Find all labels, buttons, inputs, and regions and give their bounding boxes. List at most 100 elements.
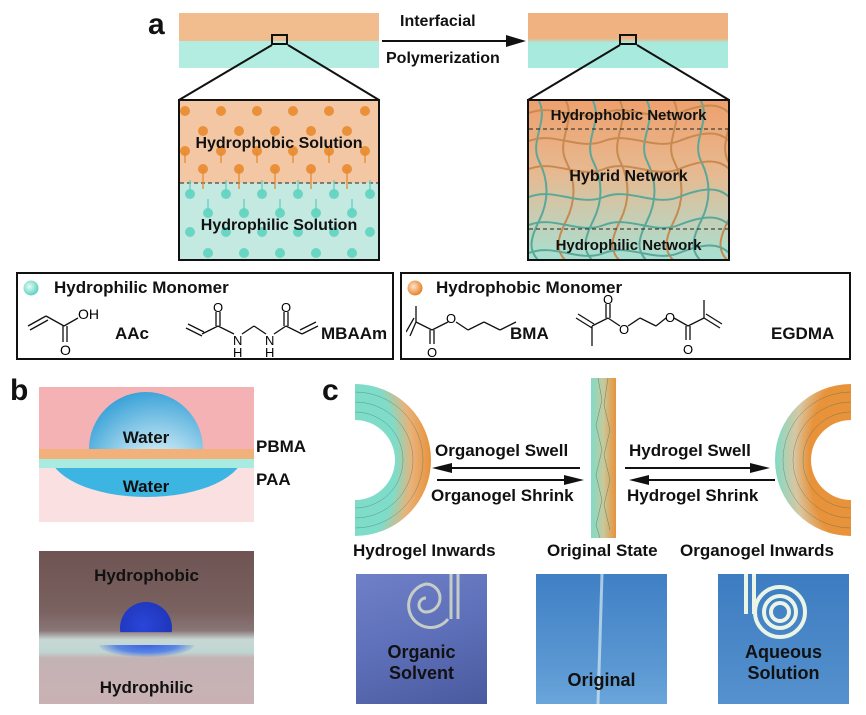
monomer-dot — [288, 106, 298, 116]
aac-o-atom: O — [60, 342, 71, 358]
mesh-strand — [529, 216, 728, 229]
original-photo: Original — [536, 574, 667, 704]
monomer-dot — [311, 248, 321, 258]
monomer-dot — [239, 199, 249, 218]
monomer-dot — [216, 106, 226, 116]
mesh-strand — [529, 132, 728, 145]
network-mesh — [529, 101, 728, 259]
monomer-dot — [234, 164, 244, 189]
hydrophilic-solution-label: Hydrophilic Solution — [200, 217, 358, 234]
monomer-dot — [275, 248, 285, 258]
right-hybrid-slab — [528, 13, 728, 68]
zoom-marker-right — [619, 34, 637, 45]
bending-diagram — [354, 377, 852, 539]
mesh-strand — [529, 160, 728, 173]
aac-label: AAc — [115, 324, 150, 343]
hydrophobic-monomer-icon — [407, 280, 423, 296]
hydrophobic-solution-label: Hydrophobic Solution — [195, 135, 363, 152]
aac-oh-atom: OH — [78, 306, 99, 322]
organogel-swell-label: Organogel Swell — [435, 441, 569, 460]
monomer-dot — [239, 248, 249, 258]
monomer-dot — [360, 146, 370, 163]
mesh-strand — [557, 101, 575, 259]
network-zoom-box: Hydrophobic Network Hybrid Network Hydro… — [527, 99, 730, 261]
mesh-strand — [719, 101, 728, 259]
monomer-dot — [257, 227, 267, 237]
monomer-dot — [329, 227, 339, 237]
droplet-photo: Hydrophobic Hydrophilic — [39, 551, 254, 704]
svg-text:O: O — [603, 294, 613, 307]
monomer-dot — [185, 227, 195, 237]
hydrophilic-monomer-title: Hydrophilic Monomer — [54, 278, 229, 297]
aac-structure: OH O — [27, 306, 99, 358]
coiled-strip-aqueous — [744, 574, 807, 639]
organogel-shrink-label: Organogel Shrink — [431, 486, 574, 505]
mesh-strand — [638, 101, 656, 259]
monomer-dot — [306, 126, 316, 136]
monomer-dot — [324, 146, 334, 163]
mesh-strand — [611, 101, 629, 259]
blue-droplet-bottom — [99, 645, 194, 657]
monomer-dot — [365, 227, 375, 237]
monomer-dot — [293, 180, 303, 199]
hydrogel-shrink-label: Hydrogel Shrink — [627, 486, 759, 505]
hydrogel-inwards-ring — [355, 384, 431, 536]
monomer-dot — [180, 146, 190, 163]
organogel-shrink-arrow — [437, 475, 584, 485]
monomer-dot — [216, 146, 226, 163]
mesh-strand — [692, 101, 710, 259]
mbaam-label: MBAAm — [321, 324, 388, 343]
aqueous-solution-photo: Aqueous Solution — [718, 574, 849, 704]
bma-label: BMA — [510, 324, 549, 343]
monomer-dot — [221, 227, 231, 237]
solution-zoom-box: Hydrophobic Solution Hydrophilic Solutio… — [178, 99, 380, 261]
monomer-dot — [360, 106, 370, 116]
monomer-dot — [270, 126, 280, 136]
hydrophilic-monomer-box: Hydrophilic Monomer OH O AAc O O N H — [16, 272, 394, 360]
organic-solvent-label: Organic Solvent — [387, 642, 456, 683]
hydrophobic-network-label: Hydrophobic Network — [550, 107, 707, 124]
interfacial-polymerization-arrow — [382, 35, 526, 47]
monomer-dot — [252, 146, 262, 163]
monomer-dot — [293, 227, 303, 237]
coiled-strip-organic — [407, 574, 460, 629]
original-photo-label: Original — [567, 670, 636, 690]
mesh-strand — [665, 101, 683, 259]
original-state-strip — [591, 378, 616, 538]
svg-text:N: N — [265, 333, 274, 348]
monomer-dot — [311, 199, 321, 218]
monomer-dot — [221, 180, 231, 199]
top-water-label: Water — [122, 428, 170, 447]
mesh-strand — [530, 101, 548, 259]
arrow-label-bottom: Polymerization — [386, 50, 500, 67]
svg-text:H: H — [265, 345, 274, 360]
monomer-dot — [347, 248, 357, 258]
organic-solvent-photo: Organic Solvent — [356, 574, 487, 704]
bottom-water-label: Water — [122, 477, 170, 496]
monomer-dot — [252, 106, 262, 116]
egdma-structure: O O O O — [575, 294, 723, 357]
panel-b-label: b — [10, 374, 29, 407]
svg-text:O: O — [619, 322, 629, 337]
organogel-inwards-ring — [775, 384, 851, 536]
monomer-dot — [180, 106, 190, 116]
monomer-dot — [275, 199, 285, 218]
zoom-projection-lines — [178, 44, 730, 101]
svg-text:N: N — [233, 333, 242, 348]
hydrogel-inwards-label: Hydrogel Inwards — [353, 541, 496, 560]
original-state-label: Original State — [547, 541, 658, 560]
monomer-dot — [270, 164, 280, 189]
hydrogel-shrink-arrow — [629, 475, 775, 485]
monomer-dot — [198, 126, 208, 136]
mesh-strand — [584, 101, 602, 259]
organogel-inwards-label: Organogel Inwards — [680, 541, 834, 560]
monomer-dot — [342, 126, 352, 136]
mesh-strand — [529, 188, 728, 201]
monomer-dot — [203, 199, 213, 218]
hydrophobic-layer — [179, 13, 379, 41]
hydrophilic-layer — [179, 41, 379, 68]
monomer-dot — [306, 164, 316, 189]
pbma-band — [39, 449, 254, 459]
svg-text:O: O — [427, 345, 437, 360]
monomer-dot — [324, 106, 334, 116]
